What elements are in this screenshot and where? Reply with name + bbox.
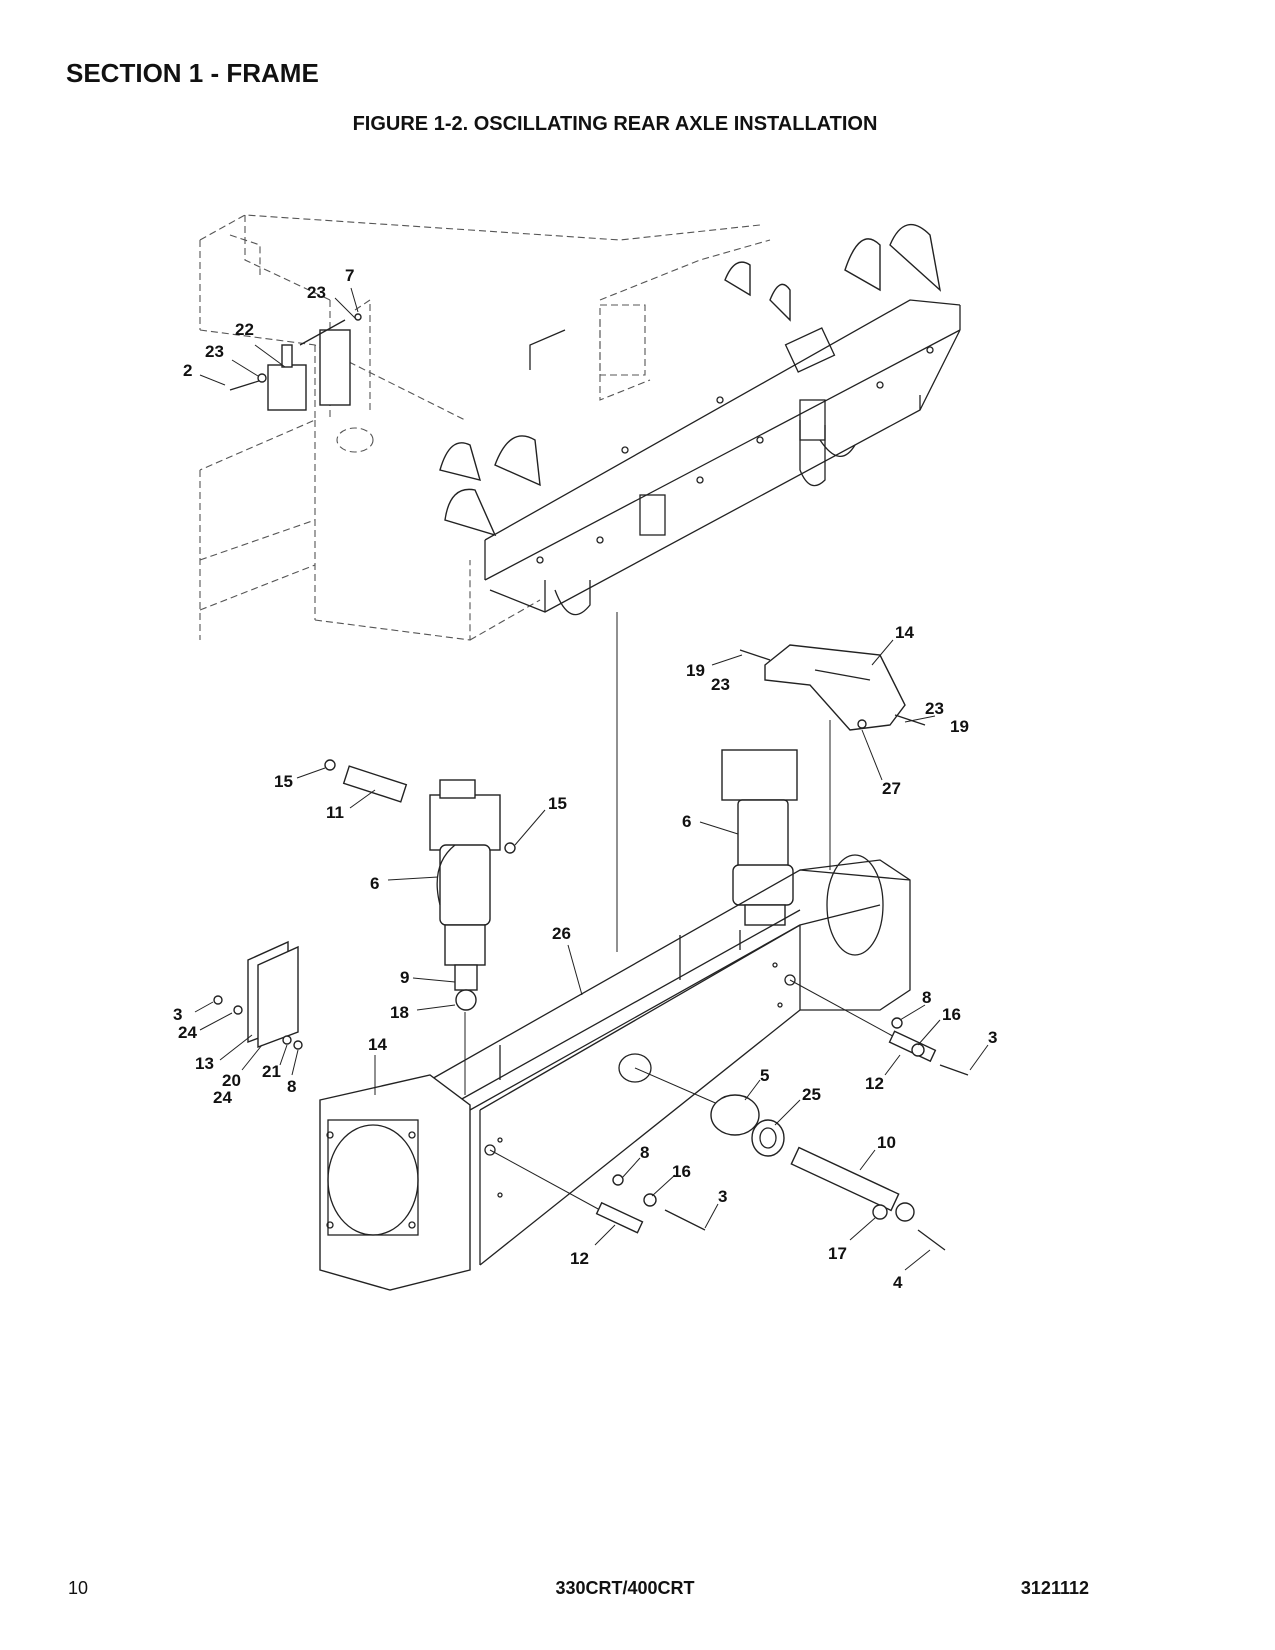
callout: 14	[368, 1035, 387, 1054]
callout: 6	[682, 812, 691, 831]
callout: 6	[370, 874, 379, 893]
callout: 9	[400, 968, 409, 987]
callout: 8	[640, 1143, 649, 1162]
callout: 21	[262, 1062, 281, 1081]
cover-plate	[739, 644, 926, 731]
callout: 24	[213, 1088, 232, 1107]
callout: 12	[570, 1249, 589, 1268]
callout: 5	[760, 1066, 769, 1085]
callout-labels: 7 23 22 23 2 14 19 23 23 19 27 15 11 15 …	[173, 266, 997, 1292]
callout: 10	[877, 1133, 896, 1152]
section-title: SECTION 1 - FRAME	[66, 58, 319, 88]
callout: 14	[895, 623, 914, 642]
pin-hardware	[489, 979, 969, 1251]
callout: 27	[882, 779, 901, 798]
rear-frame-beam	[439, 223, 961, 952]
callout: 23	[925, 699, 944, 718]
shim-plates	[213, 940, 303, 1050]
switch-assembly	[229, 313, 362, 411]
figure-title: FIGURE 1-2. OSCILLATING REAR AXLE INSTAL…	[352, 113, 878, 135]
model-label: 330CRT/400CRT	[555, 1578, 695, 1598]
page-number: 10	[68, 1578, 89, 1598]
callout: 8	[287, 1077, 296, 1096]
callout: 3	[988, 1028, 997, 1047]
callout: 22	[235, 320, 254, 339]
callout: 15	[548, 794, 567, 813]
callout: 7	[345, 266, 354, 285]
document-number: 3121112	[1020, 1578, 1089, 1598]
callout: 25	[802, 1085, 821, 1104]
callout: 16	[672, 1162, 691, 1181]
leader-lines	[194, 287, 989, 1271]
callout: 3	[173, 1005, 182, 1024]
callout: 23	[307, 283, 326, 302]
callout: 19	[950, 717, 969, 736]
oscillating-cylinder-right	[721, 749, 798, 926]
callout: 2	[183, 361, 192, 380]
callout: 19	[686, 661, 705, 680]
axle-housing	[319, 720, 911, 1291]
callout: 12	[865, 1074, 884, 1093]
callout: 23	[205, 342, 224, 361]
callout: 23	[711, 675, 730, 694]
callout: 18	[390, 1003, 409, 1022]
callout: 16	[942, 1005, 961, 1024]
oscillating-cylinder-left	[324, 759, 516, 1011]
callout: 24	[178, 1023, 197, 1042]
callout: 13	[195, 1054, 214, 1073]
callout: 17	[828, 1244, 847, 1263]
callout: 11	[326, 803, 344, 822]
callout: 3	[718, 1187, 727, 1206]
callout: 20	[222, 1071, 241, 1090]
callout: 8	[922, 988, 931, 1007]
callout: 15	[274, 772, 293, 791]
callout: 4	[893, 1273, 903, 1292]
callout: 26	[552, 924, 571, 943]
